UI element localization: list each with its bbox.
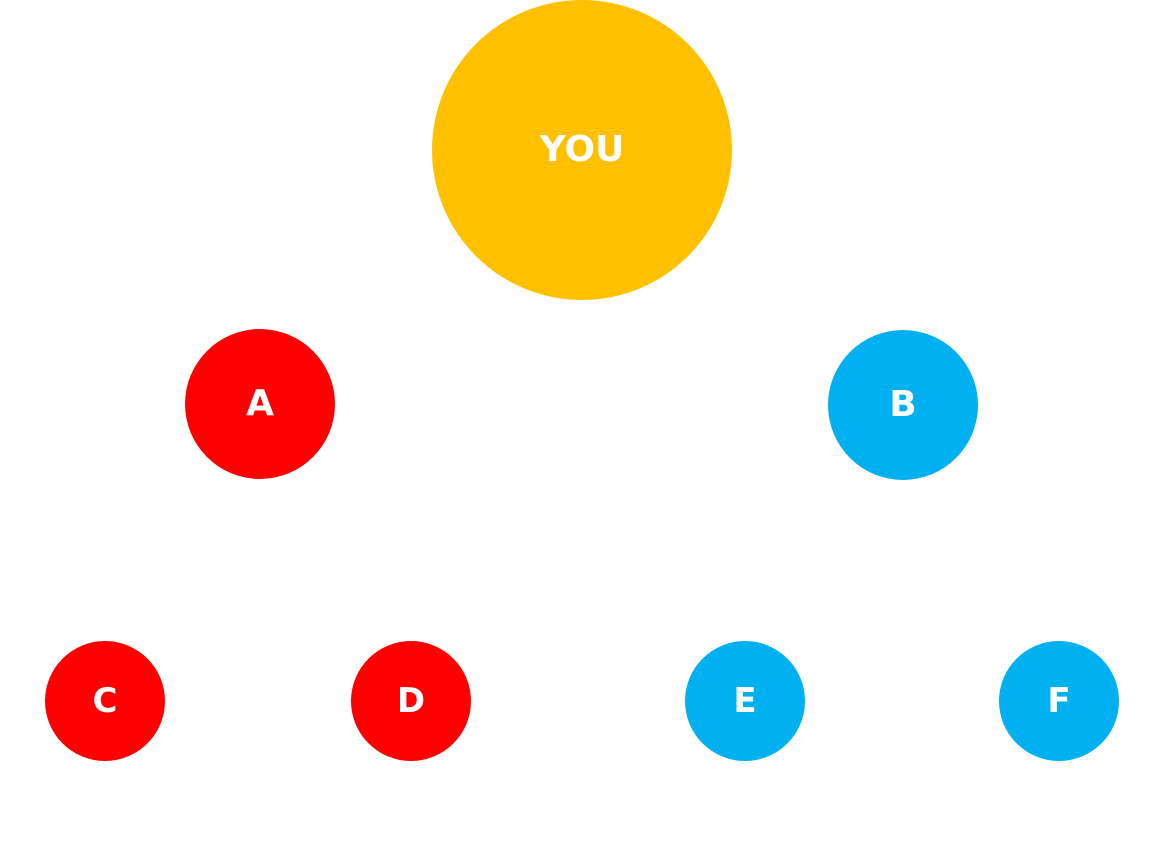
- node-you: YOU: [432, 0, 732, 300]
- node-label-e: E: [733, 681, 757, 721]
- node-label-b: B: [889, 384, 917, 425]
- node-c: C: [45, 641, 165, 761]
- node-label-f: F: [1047, 681, 1071, 721]
- node-f: F: [999, 641, 1119, 761]
- node-a: A: [185, 329, 335, 479]
- node-label-a: A: [246, 383, 274, 424]
- node-label-you: YOU: [539, 129, 625, 170]
- node-label-c: C: [92, 681, 118, 721]
- node-d: D: [351, 641, 471, 761]
- node-e: E: [685, 641, 805, 761]
- node-label-d: D: [396, 681, 426, 721]
- node-b: B: [828, 330, 978, 480]
